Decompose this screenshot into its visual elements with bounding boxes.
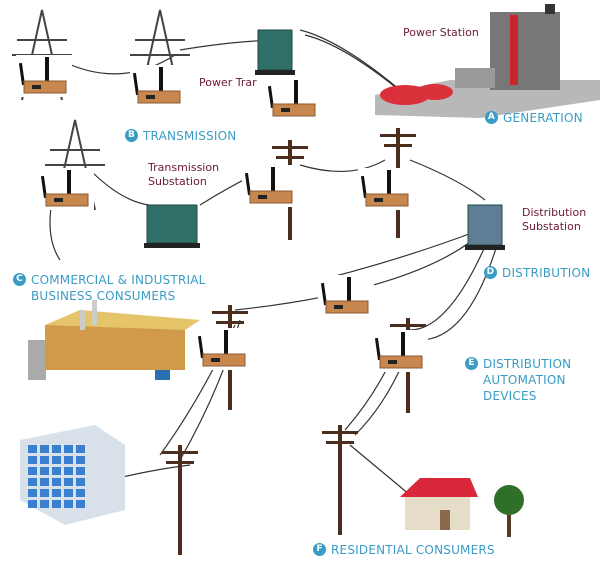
- cellular-router-device: [16, 55, 72, 97]
- label-line: Substation: [148, 175, 207, 188]
- section-badge: D: [484, 266, 497, 279]
- section-title: RESIDENTIAL CONSUMERS: [331, 543, 495, 557]
- label-line: Substation: [522, 220, 581, 233]
- section-badge: E: [465, 357, 478, 370]
- cellular-router-device: [242, 165, 298, 207]
- cellular-router-device: [372, 330, 428, 372]
- utility-pole: [322, 425, 358, 535]
- label-line: Transmission: [148, 161, 220, 174]
- section-title: DISTRIBUTION: [483, 357, 572, 371]
- section-automation: E DISTRIBUTION AUTOMATION DEVICES: [465, 356, 571, 404]
- factory: [28, 300, 200, 380]
- cellular-router-device: [358, 168, 414, 210]
- cellular-router-device: [265, 78, 321, 120]
- section-title: GENERATION: [503, 111, 583, 125]
- section-title: DISTRIBUTION: [502, 266, 591, 280]
- distribution-substation-label: Distribution Substation: [522, 206, 586, 234]
- transmission-tower: [45, 119, 105, 211]
- utility-pole: [162, 445, 198, 555]
- section-badge: C: [13, 273, 26, 286]
- section-title: COMMERCIAL & INDUSTRIAL: [31, 273, 206, 287]
- house: [400, 478, 478, 530]
- transformer: [144, 204, 200, 248]
- section-distribution: D DISTRIBUTION: [484, 265, 590, 281]
- section-generation: A GENERATION: [485, 110, 583, 126]
- transformer: [465, 204, 505, 250]
- cellular-router-device: [195, 328, 251, 370]
- section-badge: B: [125, 129, 138, 142]
- section-title: BUSINESS CONSUMERS: [31, 289, 176, 303]
- transmission-substation-label: Transmission Substation: [148, 161, 219, 189]
- section-residential: F RESIDENTIAL CONSUMERS: [313, 542, 495, 558]
- section-commercial: C COMMERCIAL & INDUSTRIAL BUSINESS CONSU…: [13, 272, 206, 304]
- office-building: [20, 425, 125, 525]
- power-lines: [49, 29, 501, 496]
- cellular-router-device: [318, 275, 374, 317]
- section-title: AUTOMATION: [483, 373, 566, 387]
- power-transformer-label: Power Trar: [199, 76, 257, 89]
- cellular-router-device: [38, 168, 94, 210]
- transmission-tower: [130, 9, 190, 101]
- section-title: DEVICES: [483, 389, 537, 403]
- generator: [380, 85, 430, 105]
- power-station: [375, 4, 600, 118]
- power-station-label: Power Station: [403, 26, 479, 39]
- transformer: [255, 29, 295, 75]
- section-badge: A: [485, 111, 498, 124]
- section-transmission: B TRANSMISSION: [125, 128, 236, 144]
- section-title: TRANSMISSION: [143, 129, 237, 143]
- tree: [494, 485, 524, 537]
- cellular-router-device: [130, 65, 186, 107]
- section-badge: F: [313, 543, 326, 556]
- label-line: Distribution: [522, 206, 587, 219]
